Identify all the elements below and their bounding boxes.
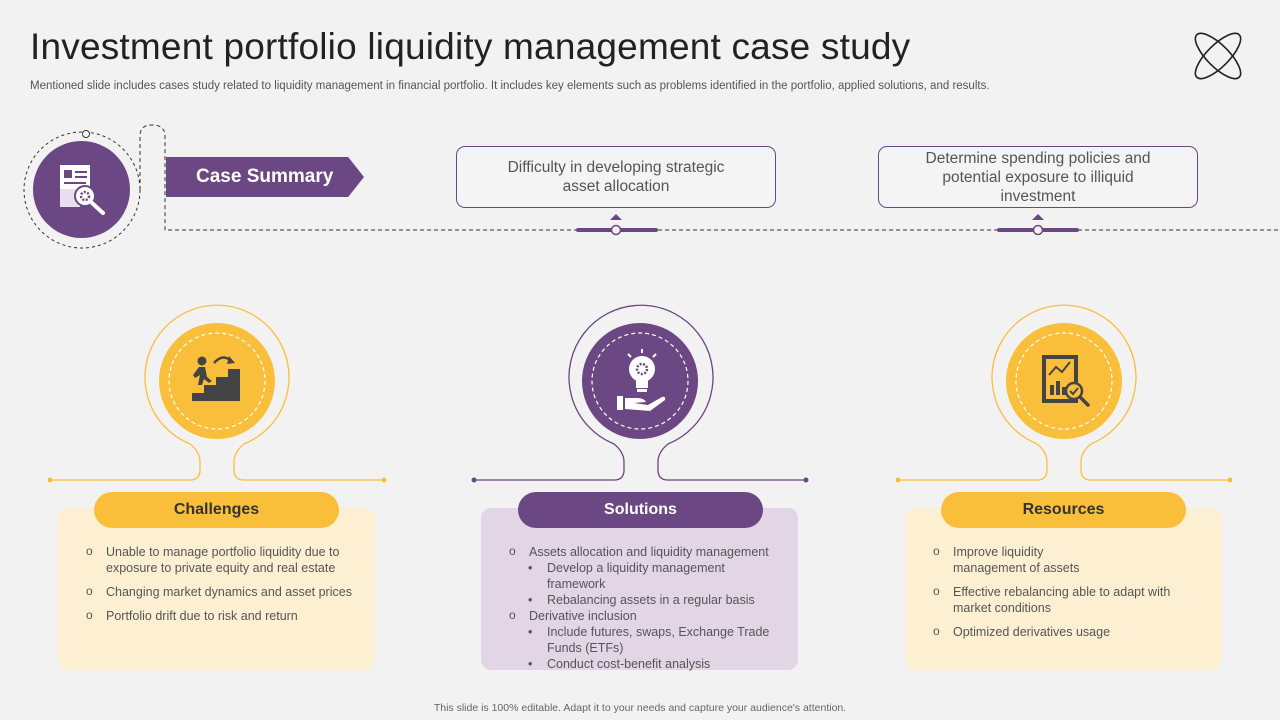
lightbulb-hand-icon — [591, 332, 689, 430]
page-title: Investment portfolio liquidity managemen… — [30, 26, 911, 67]
sub-list-item: Rebalancing assets in a regular basis — [528, 592, 784, 608]
list-item: Portfolio drift due to risk and return — [86, 607, 361, 624]
summary-box-1: Difficulty in developing strategic asset… — [456, 146, 776, 208]
solutions-icon-circle — [582, 323, 698, 439]
solutions-heading: Solutions — [518, 492, 763, 528]
list-item: Optimized derivatives usage — [933, 623, 1208, 640]
list-item: Unable to manage portfolio liquidity due… — [86, 543, 361, 576]
sub-list-item: Develop a liquidity management framework — [528, 560, 784, 592]
challenges-heading: Challenges — [94, 492, 339, 528]
list-item-text: Derivative inclusion — [529, 609, 637, 623]
list-item: Effective rebalancing able to adapt with… — [933, 583, 1208, 616]
resources-card: Improve liquidity management of assets E… — [905, 508, 1222, 670]
case-summary-icon-circle — [33, 141, 130, 238]
challenges-card: Unable to manage portfolio liquidity due… — [58, 508, 375, 670]
column-connectors — [47, 304, 1233, 483]
resources-heading: Resources — [941, 492, 1186, 528]
close-icon[interactable] — [1186, 26, 1250, 86]
document-search-icon — [60, 165, 105, 215]
footer-note: This slide is 100% editable. Adapt it to… — [433, 702, 847, 714]
case-summary-banner: Case Summary — [166, 157, 364, 197]
list-item-text: Assets allocation and liquidity manageme… — [529, 545, 769, 559]
sub-list-item: Conduct cost-benefit analysis — [528, 656, 784, 672]
report-analysis-icon — [1015, 332, 1113, 430]
case-summary-connector — [23, 124, 1280, 249]
summary-box-2: Determine spending policies and potentia… — [878, 146, 1198, 208]
sub-list-item: Include futures, swaps, Exchange Trade F… — [528, 624, 784, 656]
challenges-icon-circle — [159, 323, 275, 439]
list-item: Improve liquidity management of assets — [933, 543, 1208, 576]
list-item: Changing market dynamics and asset price… — [86, 583, 361, 600]
page-subtitle: Mentioned slide includes cases study rel… — [30, 80, 990, 92]
list-item: Derivative inclusion — [509, 607, 784, 624]
resources-icon-circle — [1006, 323, 1122, 439]
solutions-card: Assets allocation and liquidity manageme… — [481, 508, 798, 672]
stairs-climbing-icon — [168, 332, 266, 430]
list-item: Assets allocation and liquidity manageme… — [509, 543, 784, 560]
